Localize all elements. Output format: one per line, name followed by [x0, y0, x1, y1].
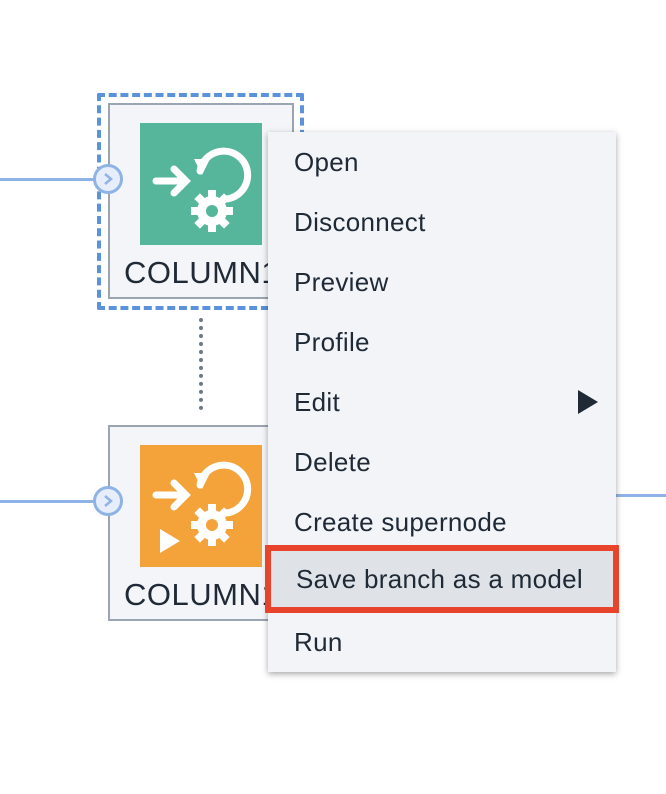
menu-item-label: Run [294, 626, 343, 657]
menu-item-label: Profile [294, 326, 370, 357]
column-transform-icon [140, 123, 262, 245]
comment-link-dotted [199, 318, 203, 410]
menu-item-preview[interactable]: Preview [268, 252, 616, 312]
input-port-top[interactable] [93, 164, 123, 194]
node-label: COLUMN1 [124, 255, 280, 290]
menu-item-label: Create supernode [294, 506, 507, 537]
menu-item-profile[interactable]: Profile [268, 312, 616, 372]
link-into-top-node [0, 178, 94, 181]
link-into-bottom-node [0, 500, 94, 503]
menu-item-label: Disconnect [294, 206, 426, 237]
input-port-bottom[interactable] [93, 486, 123, 516]
menu-item-open[interactable]: Open [268, 132, 616, 192]
submenu-arrow-icon [578, 390, 598, 414]
menu-item-save-branch-as-model[interactable]: Save branch as a model [265, 545, 619, 613]
menu-item-label: Save branch as a model [296, 563, 583, 594]
menu-item-label: Delete [294, 446, 371, 477]
menu-item-edit[interactable]: Edit [268, 372, 616, 432]
menu-item-disconnect[interactable]: Disconnect [268, 192, 616, 252]
column-node-top[interactable]: COLUMN1 [108, 103, 294, 299]
menu-item-run[interactable]: Run [268, 612, 616, 672]
column-run-transform-icon [140, 445, 262, 567]
menu-item-label: Preview [294, 266, 389, 297]
menu-item-label: Edit [294, 386, 341, 417]
menu-item-create-supernode[interactable]: Create supernode [268, 492, 616, 552]
node-label: COLUMN1 [124, 577, 280, 612]
menu-item-delete[interactable]: Delete [268, 432, 616, 492]
column-node-bottom[interactable]: COLUMN1 [108, 425, 294, 621]
context-menu: Open Disconnect Preview Profile Edit Del… [265, 132, 619, 672]
link-out-right [614, 494, 666, 497]
menu-item-label: Open [294, 146, 359, 177]
